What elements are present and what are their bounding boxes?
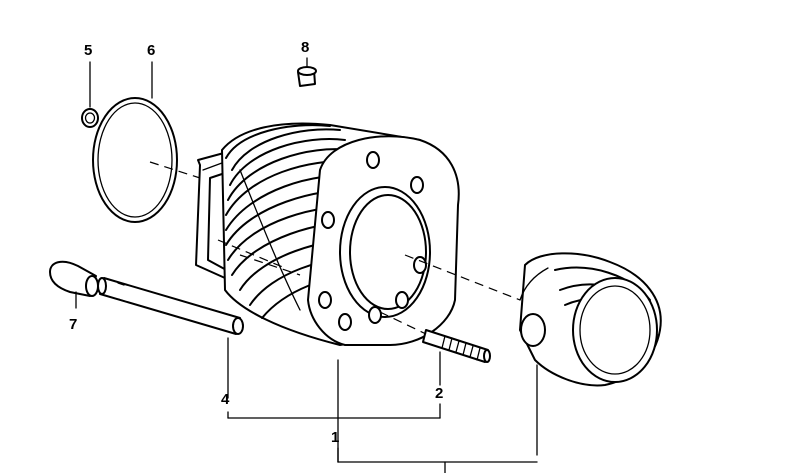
callout-5: 5 [84,42,93,59]
callout-1: 1 [331,429,340,446]
callout-6: 6 [147,42,156,59]
callout-4: 4 [221,391,230,408]
piston [404,252,662,456]
callout-2: 2 [435,385,444,402]
part-8-sleeve [297,57,317,87]
part-4-long-stud [97,277,244,399]
part-7-cap-nut [49,260,105,309]
part-5-small-o-ring [81,61,99,128]
callout-7: 7 [69,316,78,333]
part-2-short-stud [379,311,491,386]
part-6-cylinder-base-seal [92,61,201,223]
callout-leader-lines [227,359,538,473]
part-1-cylinder [195,122,460,346]
callout-8: 8 [301,39,310,56]
